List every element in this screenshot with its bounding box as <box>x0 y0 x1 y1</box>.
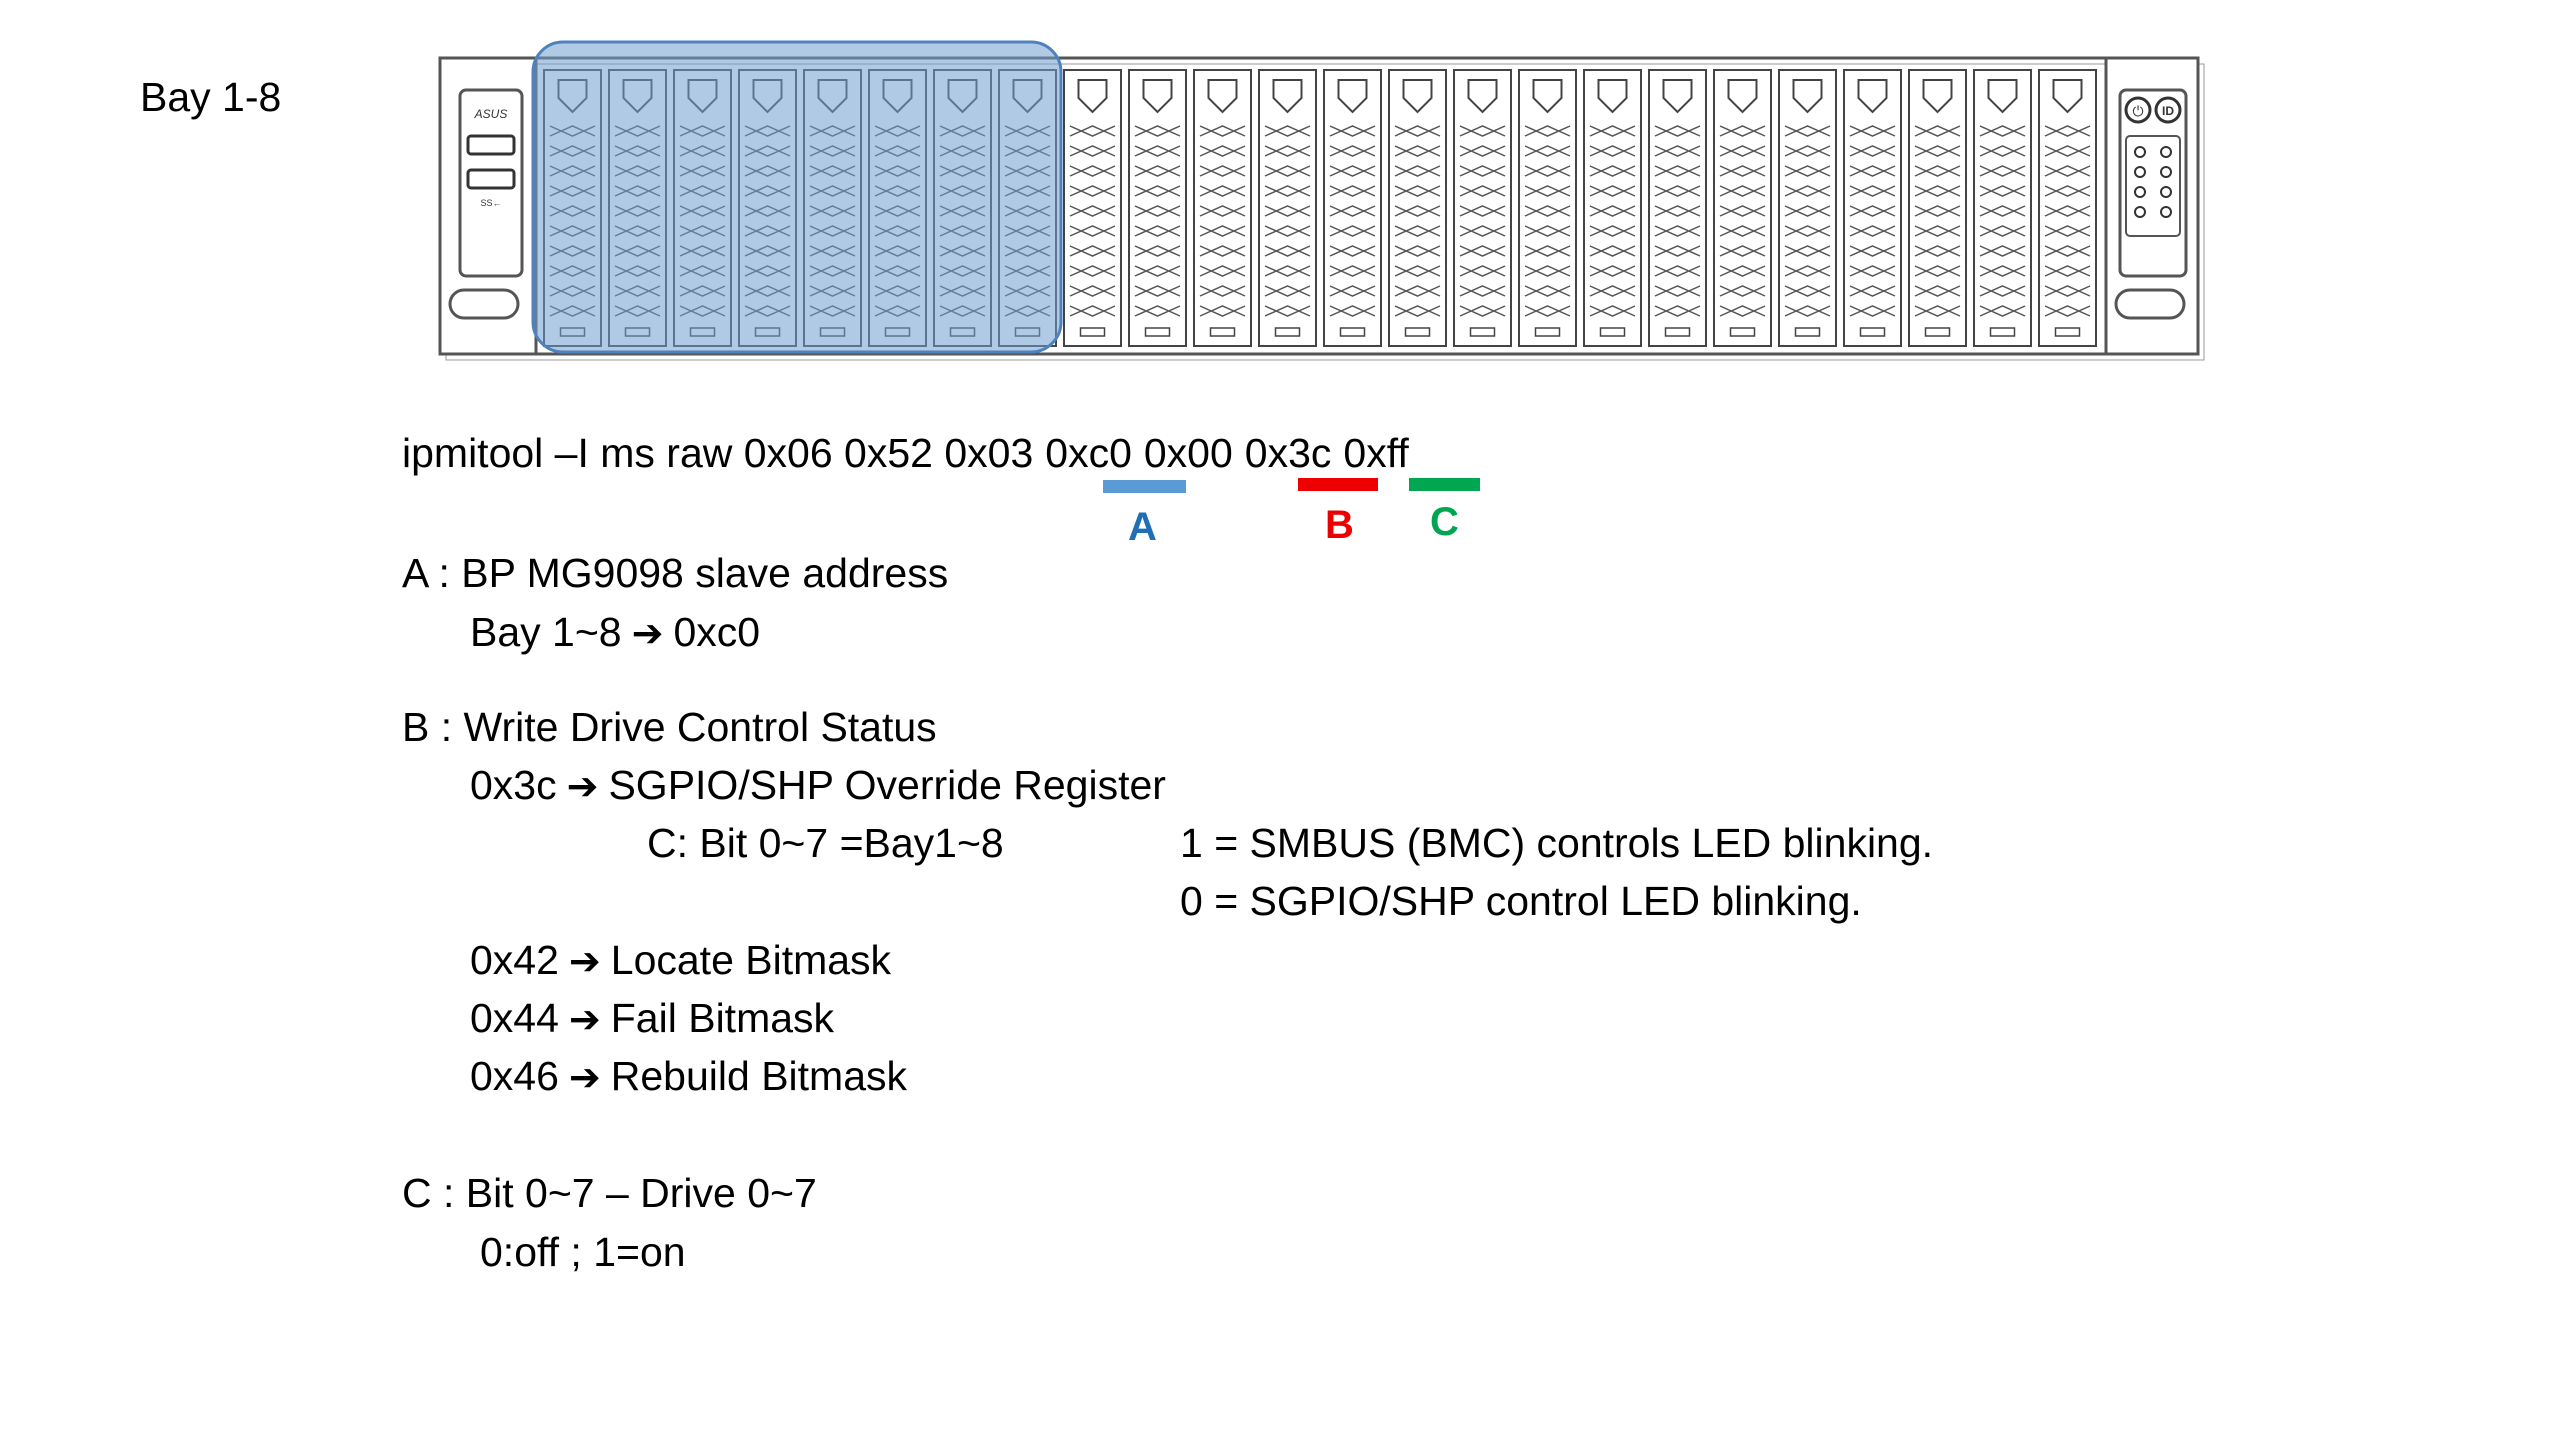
marker-b-bar <box>1298 478 1378 491</box>
c-bits-note: C: Bit 0~7 =Bay1~8 <box>647 820 1004 866</box>
drive-bay <box>1518 69 1577 347</box>
drive-bay <box>1648 69 1707 347</box>
drive-bay <box>1713 69 1772 347</box>
drive-bay <box>2038 69 2097 347</box>
section-b-heading: B : Write Drive Control Status <box>402 704 937 750</box>
drive-bay <box>1323 69 1382 347</box>
power-button-icon <box>2124 96 2152 124</box>
status-led-icon <box>2160 206 2172 218</box>
section-a-row: Bay 1~8➔0xc0 <box>470 609 761 655</box>
drive-bay <box>1063 69 1122 347</box>
arrow-right-icon: ➔ <box>568 1057 601 1099</box>
marker-c-bar <box>1409 478 1480 491</box>
command-c-value: 0xff <box>1343 430 1409 476</box>
section-b-row-0x42: 0x42➔Locate Bitmask <box>470 937 892 983</box>
usb-port-icon <box>466 168 516 190</box>
section-a-heading: A : BP MG9098 slave address <box>402 550 949 596</box>
marker-a-label: A <box>1128 505 1157 549</box>
svg-text:⏻: ⏻ <box>2132 104 2143 120</box>
drive-bay <box>1973 69 2032 347</box>
svg-text:ID: ID <box>2162 104 2174 118</box>
smbus-note: 1 = SMBUS (BMC) controls LED blinking. <box>1180 820 1934 866</box>
sgpio-note: 0 = SGPIO/SHP control LED blinking. <box>1180 878 1862 924</box>
marker-a-bar <box>1103 480 1186 493</box>
drive-bay <box>1388 69 1447 347</box>
status-led-icon <box>2134 186 2146 198</box>
status-led-icon <box>2134 166 2146 178</box>
status-led-icon <box>2134 206 2146 218</box>
command-prefix: ipmitool –I ms raw 0x06 0x52 0x03 <box>402 430 1034 476</box>
arrow-right-icon: ➔ <box>568 941 601 983</box>
drive-bay <box>1128 69 1187 347</box>
drive-bay <box>1453 69 1512 347</box>
arrow-right-icon: ➔ <box>568 999 601 1041</box>
command-b-value: 0x3c <box>1244 430 1332 476</box>
marker-b-label: B <box>1325 503 1354 547</box>
section-c-heading: C : Bit 0~7 – Drive 0~7 <box>402 1170 817 1216</box>
arrow-right-icon: ➔ <box>631 613 664 655</box>
usb-port-icon <box>466 134 516 156</box>
command-a-value: 0xc0 <box>1045 430 1132 476</box>
server-front-panel: ASUS SS← ⏻ ID <box>438 40 2205 361</box>
drive-bay <box>1583 69 1642 347</box>
command-middle-value: 0x00 <box>1143 430 1233 476</box>
bay-highlight-1-8 <box>531 40 1063 354</box>
section-c-values: 0:off ; 1=on <box>480 1229 686 1275</box>
status-led-icons <box>2134 146 2172 218</box>
status-led-icon <box>2160 186 2172 198</box>
asus-logo: ASUS <box>474 107 508 121</box>
marker-c-label: C <box>1430 500 1459 544</box>
drive-bay <box>1258 69 1317 347</box>
drive-bay <box>1843 69 1902 347</box>
section-b-row-0x3c: 0x3c➔SGPIO/SHP Override Register <box>470 762 1166 808</box>
id-button-icon <box>2154 96 2182 124</box>
drive-bay <box>1778 69 1837 347</box>
status-led-icon <box>2134 146 2146 158</box>
svg-text:SS←: SS← <box>480 198 501 208</box>
status-led-icon <box>2160 166 2172 178</box>
status-led-icon <box>2160 146 2172 158</box>
drive-bay <box>1908 69 1967 347</box>
section-b-row-0x46: 0x46➔Rebuild Bitmask <box>470 1053 907 1099</box>
drive-bay <box>1193 69 1252 347</box>
arrow-right-icon: ➔ <box>566 766 599 808</box>
section-b-row-0x44: 0x44➔Fail Bitmask <box>470 995 835 1041</box>
bay-title: Bay 1-8 <box>140 74 282 120</box>
